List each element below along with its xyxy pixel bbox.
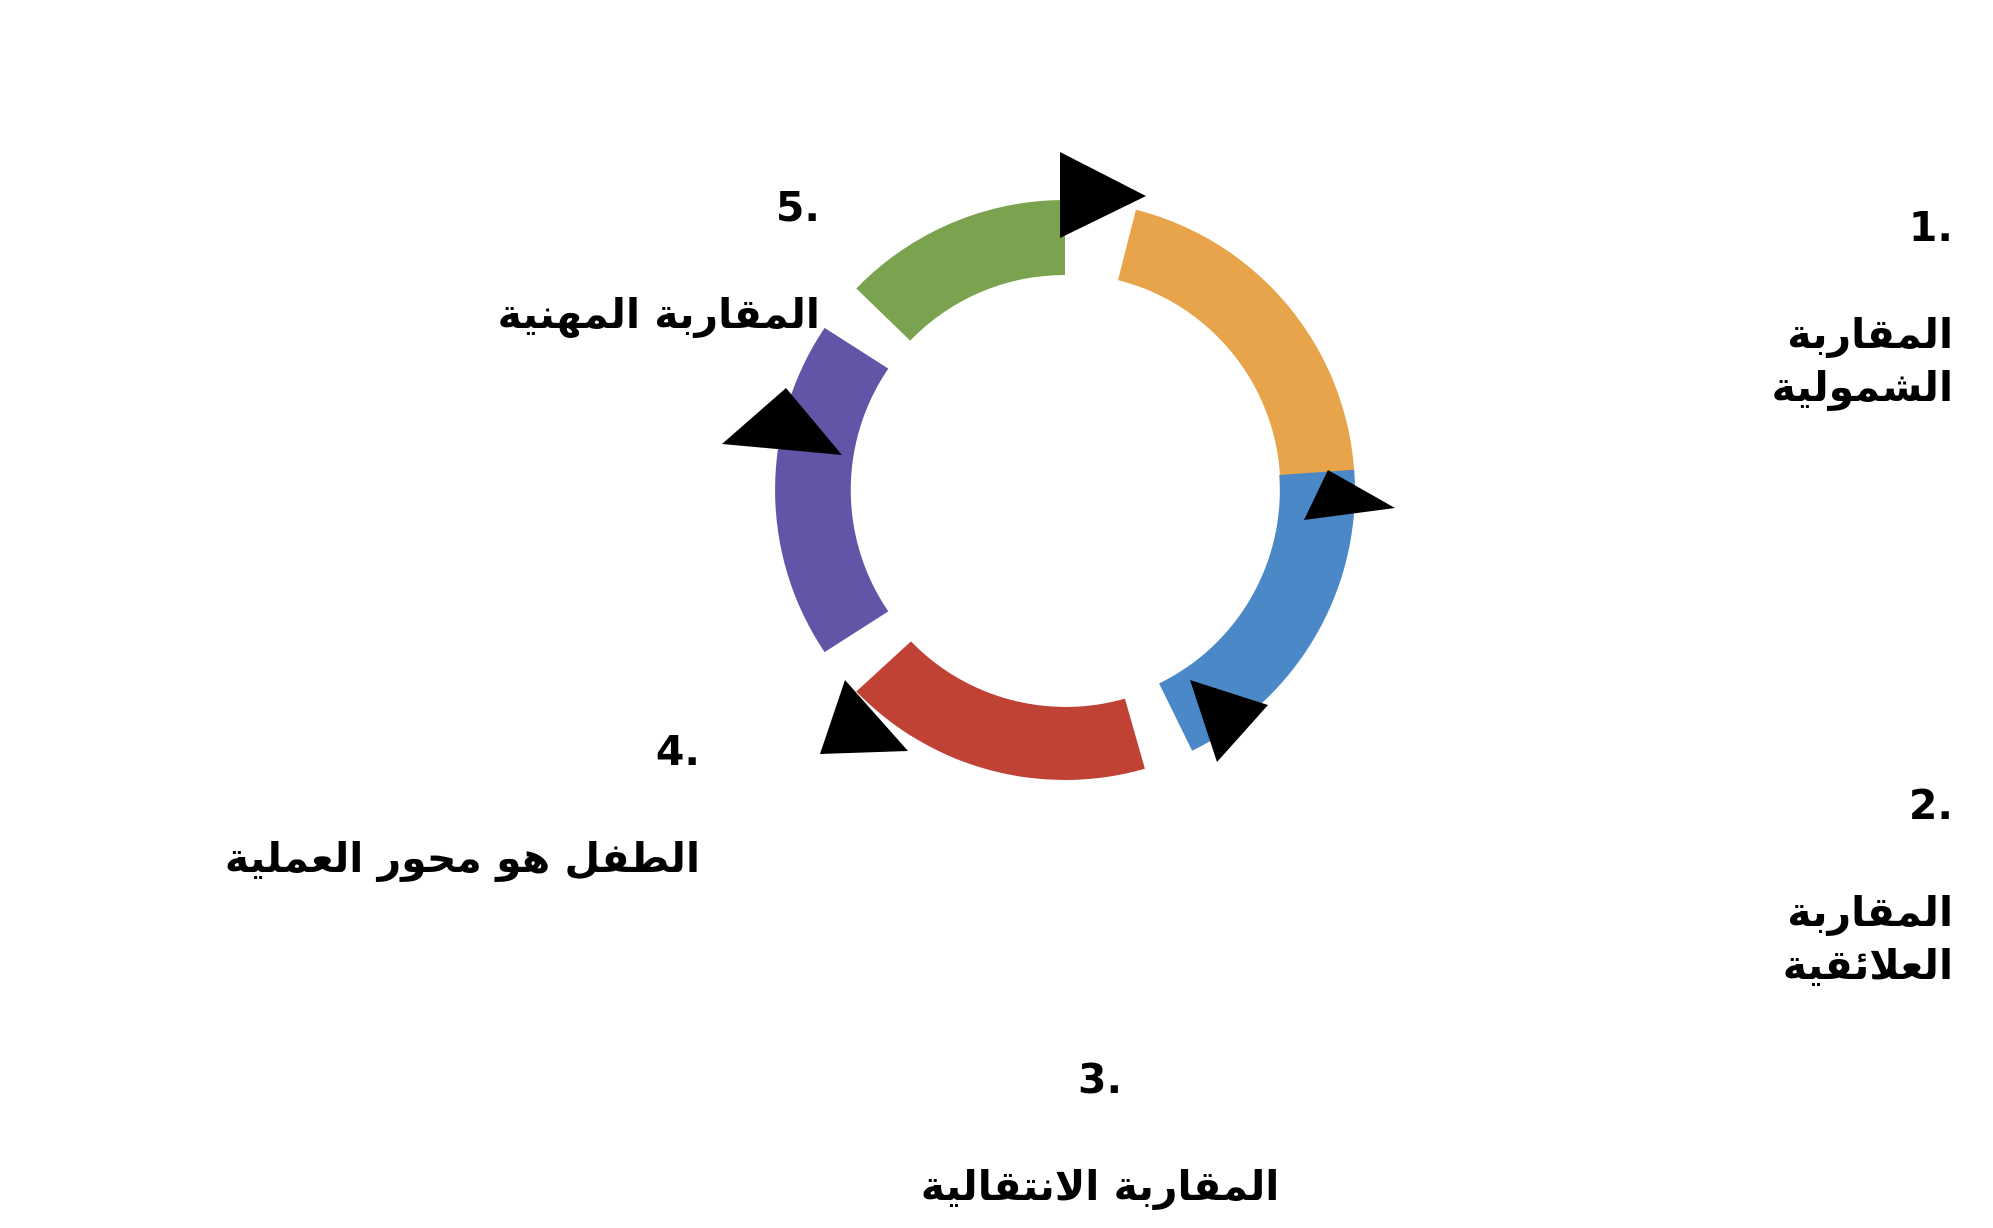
arrowhead-bottom-right-icon — [1190, 680, 1268, 762]
cycle-label-4-text: الطفل هو محور العملية — [224, 833, 700, 882]
cycle-segment-1-orange[interactable] — [1118, 209, 1355, 521]
cycle-label-3-text: المقاربة الانتقالية — [920, 1161, 1280, 1210]
cycle-label-1: 1. المقاربة الشمولية — [1593, 148, 1953, 468]
cycle-label-1-text: المقاربة الشمولية — [1771, 309, 1953, 412]
arrowhead-bottom-left-icon — [820, 680, 908, 754]
cycle-segment-2-blue[interactable] — [1159, 469, 1355, 751]
cycle-label-1-number: 1. — [1908, 203, 1953, 252]
cycle-label-4-number: 4. — [655, 727, 700, 776]
arrowhead-top-icon — [1060, 152, 1146, 238]
cycle-label-5-number: 5. — [775, 183, 820, 232]
cycle-segment-5-green[interactable] — [856, 199, 1065, 341]
cycle-label-2: 2. المقاربة العلائقية — [1593, 726, 1953, 1046]
cycle-label-2-text: المقاربة العلائقية — [1782, 887, 1953, 990]
cycle-label-4: 4. الطفل هو محور العملية — [60, 672, 700, 938]
cycle-label-5: 5. المقاربة المهنية — [200, 128, 820, 394]
cycle-label-5-text: المقاربة المهنية — [497, 289, 820, 338]
cycle-label-3: 3. المقاربة الانتقالية — [820, 1000, 1380, 1228]
arrowhead-right-icon — [1304, 470, 1395, 520]
cycle-label-2-number: 2. — [1908, 781, 1953, 830]
cycle-segment-3-red[interactable] — [856, 641, 1145, 780]
cycle-label-3-number: 3. — [1077, 1055, 1123, 1104]
arrowhead-left-icon — [722, 388, 842, 455]
